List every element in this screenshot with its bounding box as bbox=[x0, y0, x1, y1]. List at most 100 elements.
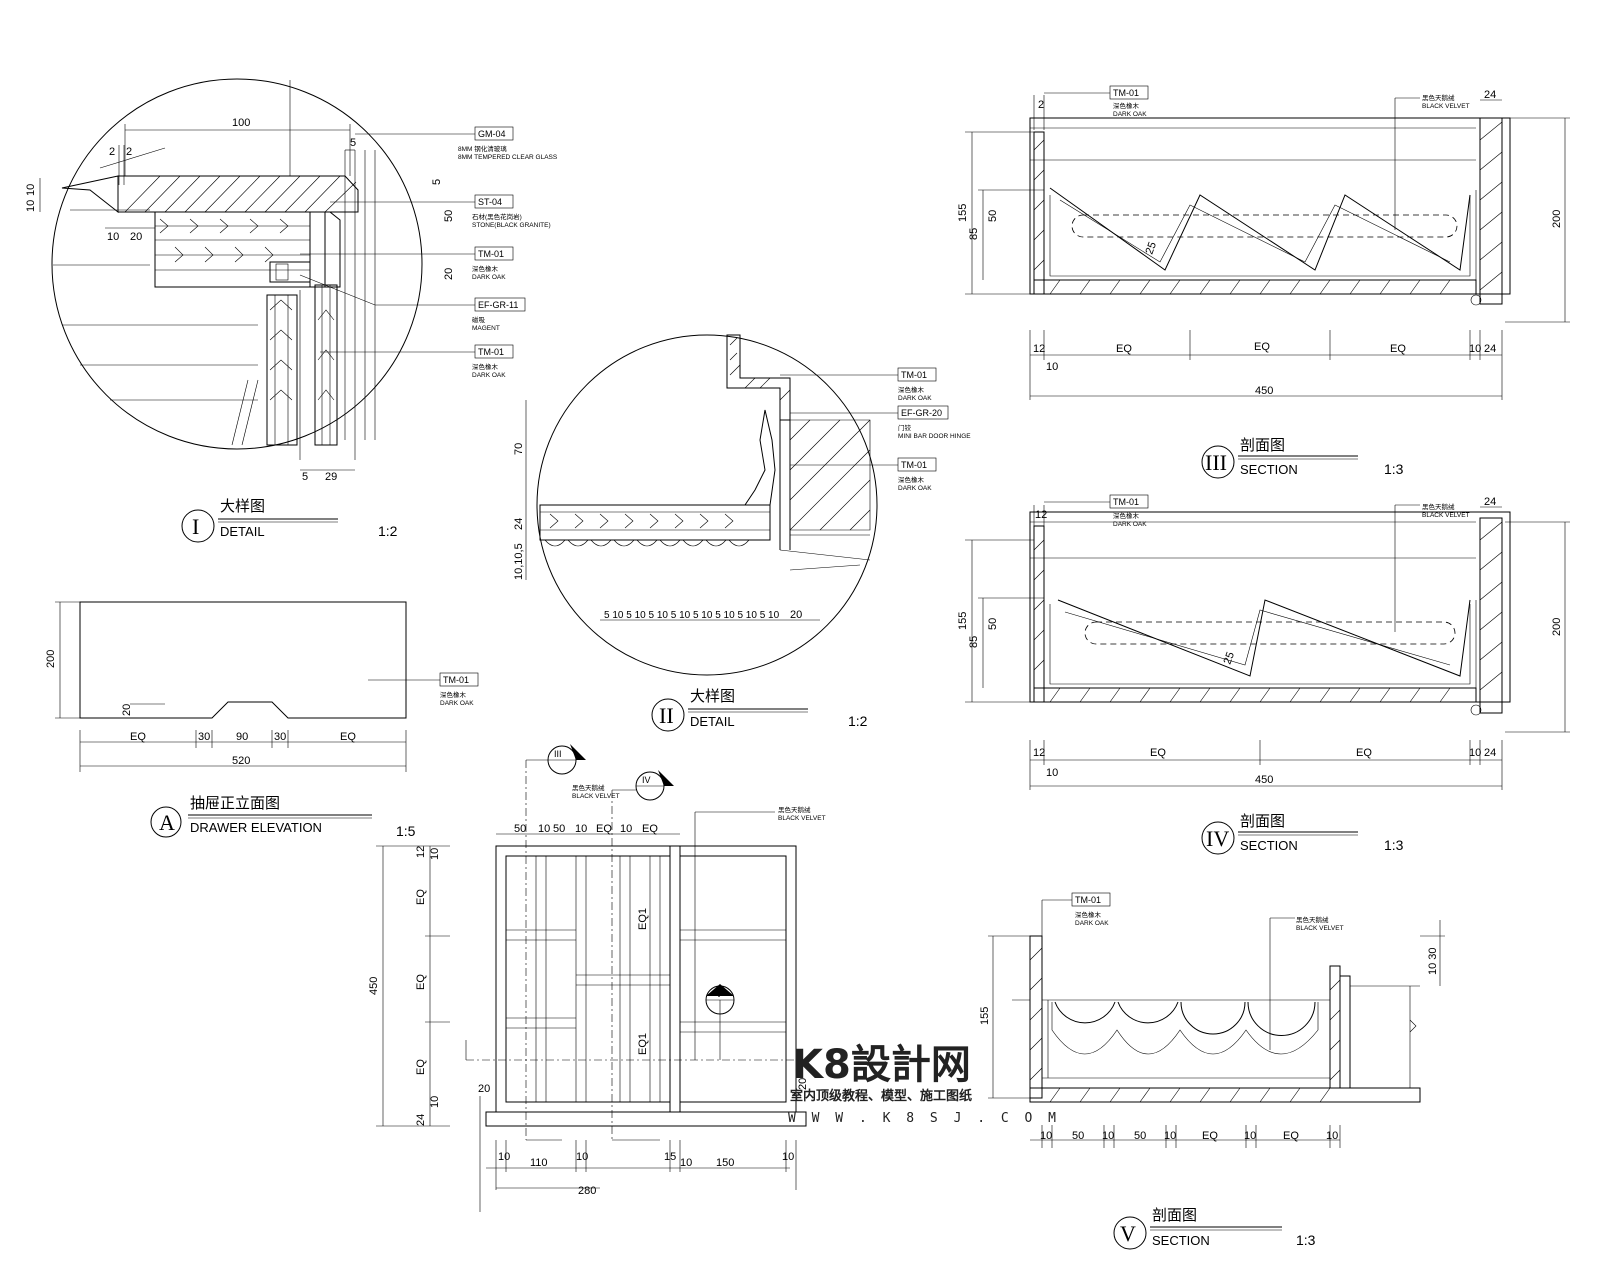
drawer-dim-90: 90 bbox=[236, 731, 248, 743]
section-5-tag-tm01: TM-01 深色橡木 DARK OAK bbox=[1041, 892, 1111, 936]
elev-dim-teq2: EQ bbox=[642, 823, 658, 835]
svg-text:1:3: 1:3 bbox=[1296, 1232, 1316, 1248]
section-5-dim-10b: 10 bbox=[1102, 1130, 1114, 1142]
svg-text:大样图: 大样图 bbox=[220, 498, 265, 515]
svg-text:黑色天鹅绒: 黑色天鹅绒 bbox=[1422, 93, 1455, 102]
elevation-tag2-desc-en: BLACK VELVET bbox=[778, 815, 826, 822]
svg-text:1:2: 1:2 bbox=[848, 713, 868, 729]
detail-1-tag-st04: ST-04 石材(黑色花岗岩) STONE(BLACK GRANITE) bbox=[330, 194, 551, 229]
svg-text:DARK OAK: DARK OAK bbox=[472, 372, 506, 379]
svg-text:A: A bbox=[159, 810, 175, 835]
section-3-dim-eq3: EQ bbox=[1390, 343, 1406, 355]
svg-text:DETAIL: DETAIL bbox=[690, 714, 735, 729]
svg-text:EF-GR-11: EF-GR-11 bbox=[478, 300, 518, 310]
elev-dim-b110: 110 bbox=[530, 1157, 548, 1169]
detail-1-title: I 大样图 DETAIL 1:2 bbox=[181, 498, 398, 543]
dim-2a: 2 bbox=[109, 146, 115, 158]
detail-2-boundary-circle bbox=[536, 334, 878, 676]
watermark-logo: K8設計网 bbox=[792, 1042, 971, 1088]
dim-2b: 2 bbox=[126, 146, 132, 158]
section-5-dim-10d: 10 bbox=[1244, 1130, 1256, 1142]
detail-1-tag-gm04: GM-04 8MM 钢化清玻璃 8MM TEMPERED CLEAR GLASS bbox=[355, 126, 558, 161]
svg-text:STONE(BLACK GRANITE): STONE(BLACK GRANITE) bbox=[472, 222, 551, 229]
svg-text:1:2: 1:2 bbox=[378, 523, 398, 539]
drawer-dim-eq1: EQ bbox=[130, 731, 146, 743]
svg-text:II: II bbox=[659, 703, 674, 728]
elev-dim-10b: 10 bbox=[429, 1096, 441, 1108]
section-3-box bbox=[1029, 117, 1511, 295]
elev-dim-t50b: 50 bbox=[553, 823, 565, 835]
dim-50: 50 bbox=[443, 210, 455, 222]
section-4: 25 155 85 50 200 12 24 TM-01 深色橡木 DARK O… bbox=[957, 494, 1570, 855]
svg-text:TM-01: TM-01 bbox=[1075, 895, 1101, 905]
watermark-url: W W W . K 8 S J . C O M bbox=[788, 1111, 1060, 1126]
velvet-bumps bbox=[544, 539, 750, 547]
svg-text:BLACK VELVET: BLACK VELVET bbox=[1422, 103, 1470, 110]
drawer-dim-eq2: EQ bbox=[340, 731, 356, 743]
section-5-dim-eqb: EQ bbox=[1283, 1130, 1299, 1142]
svg-text:深色橡木: 深色橡木 bbox=[1113, 101, 1140, 110]
watermark-subtitle: 室内顶级教程、模型、施工图纸 bbox=[790, 1088, 972, 1104]
elev-dim-eq1-b: EQ1 bbox=[637, 1033, 649, 1055]
elev-dim-b15: 15 bbox=[664, 1151, 676, 1163]
stone-block bbox=[154, 211, 326, 288]
svg-text:DARK OAK: DARK OAK bbox=[898, 485, 932, 492]
section-4-dim-12-top: 12 bbox=[1035, 509, 1047, 521]
section-4-dim-155: 155 bbox=[957, 612, 969, 630]
section-4-dim-eq2: EQ bbox=[1356, 747, 1372, 759]
svg-text:DRAWER ELEVATION: DRAWER ELEVATION bbox=[190, 820, 322, 835]
svg-text:8MM 钢化清玻璃: 8MM 钢化清玻璃 bbox=[458, 144, 507, 153]
svg-text:TM-01: TM-01 bbox=[1113, 497, 1139, 507]
elev-dim-leq2: EQ bbox=[415, 974, 427, 990]
section-3-dim-24-top: 24 bbox=[1484, 89, 1496, 101]
section-5-tag-velvet: 黑色天鹅绒 BLACK VELVET bbox=[1269, 915, 1344, 1050]
elev-dim-b280: 280 bbox=[578, 1185, 596, 1197]
drawer-dim-30a: 30 bbox=[198, 731, 210, 743]
svg-text:黑色天鹅绒: 黑色天鹅绒 bbox=[1422, 502, 1455, 511]
svg-text:I: I bbox=[192, 514, 199, 539]
section-4-tag-velvet: 黑色天鹅绒 BLACK VELVET bbox=[1394, 502, 1470, 632]
section-4-title: IV 剖面图 SECTION 1:3 bbox=[1201, 813, 1404, 855]
elevation-tag-desc-cn: 黑色天鹅绒 bbox=[572, 783, 605, 792]
svg-text:V: V bbox=[716, 989, 722, 999]
drawer-title: A 抽屉正立面图 DRAWER ELEVATION 1:5 bbox=[150, 795, 416, 839]
section-3-dim-eq1: EQ bbox=[1116, 343, 1132, 355]
section-4-zigzag bbox=[1057, 599, 1471, 677]
glass-top-slab bbox=[117, 175, 359, 213]
svg-text:EF-GR-20: EF-GR-20 bbox=[901, 408, 942, 418]
svg-text:8MM TEMPERED CLEAR GLASS: 8MM TEMPERED CLEAR GLASS bbox=[458, 154, 558, 161]
svg-text:TM-01: TM-01 bbox=[478, 249, 504, 259]
svg-text:深色橡木: 深色橡木 bbox=[472, 362, 499, 371]
elev-dim-t50a: 50 bbox=[514, 823, 526, 835]
elev-dim-450: 450 bbox=[368, 977, 380, 995]
section-4-dim-200: 200 bbox=[1551, 618, 1563, 636]
cabinet-elevation: III 黑色天鹅绒 BLACK VELVET IV V 黑色天鹅绒 BLACK … bbox=[368, 744, 826, 1212]
svg-text:SECTION: SECTION bbox=[1152, 1233, 1210, 1248]
section-4-dim-12: 12 bbox=[1033, 747, 1045, 759]
svg-text:深色橡木: 深色橡木 bbox=[472, 264, 499, 273]
detail-1-tag-efgr11: EF-GR-11 磁吸 MAGENT bbox=[299, 274, 526, 332]
section-4-dim-eq1: EQ bbox=[1150, 747, 1166, 759]
section-3-dim-25: 25 bbox=[1144, 240, 1159, 256]
svg-text:DARK OAK: DARK OAK bbox=[1113, 521, 1147, 528]
svg-text:DARK OAK: DARK OAK bbox=[1113, 111, 1147, 118]
elev-dim-b20: 20 bbox=[478, 1083, 490, 1095]
dim-20b: 20 bbox=[130, 231, 142, 243]
drawer-elevation: 200 20 TM-01 深色橡木 DARK OAK EQ 30 90 30 E… bbox=[45, 601, 479, 839]
svg-text:TM-01: TM-01 bbox=[901, 460, 927, 470]
section-marker-3: III bbox=[526, 744, 586, 775]
shelf-section bbox=[539, 504, 771, 541]
svg-text:TM-01: TM-01 bbox=[478, 347, 504, 357]
detail-2: 70 24 10,10,5 5 10 5 10 5 10 5 10 5 10 5… bbox=[513, 334, 971, 732]
section-4-dim-10b: 10 bbox=[1469, 747, 1481, 759]
svg-text:黑色天鹅绒: 黑色天鹅绒 bbox=[1296, 915, 1329, 924]
dim-5b: 5 bbox=[431, 179, 443, 185]
elev-dim-t10a: 10 bbox=[538, 823, 550, 835]
section-4-tag-tm01: TM-01 深色橡木 DARK OAK bbox=[1044, 494, 1149, 528]
svg-text:DARK OAK: DARK OAK bbox=[1075, 920, 1109, 927]
section-3-title: III 剖面图 SECTION 1:3 bbox=[1201, 437, 1404, 479]
detail-2-dim-seq: 5 10 5 10 5 10 5 10 5 10 5 10 5 10 5 10 bbox=[604, 610, 780, 621]
drawer-dim-200: 200 bbox=[45, 650, 57, 668]
section-5-dim-10a: 10 bbox=[1040, 1130, 1052, 1142]
section-4-dim-24-top: 24 bbox=[1484, 496, 1496, 508]
